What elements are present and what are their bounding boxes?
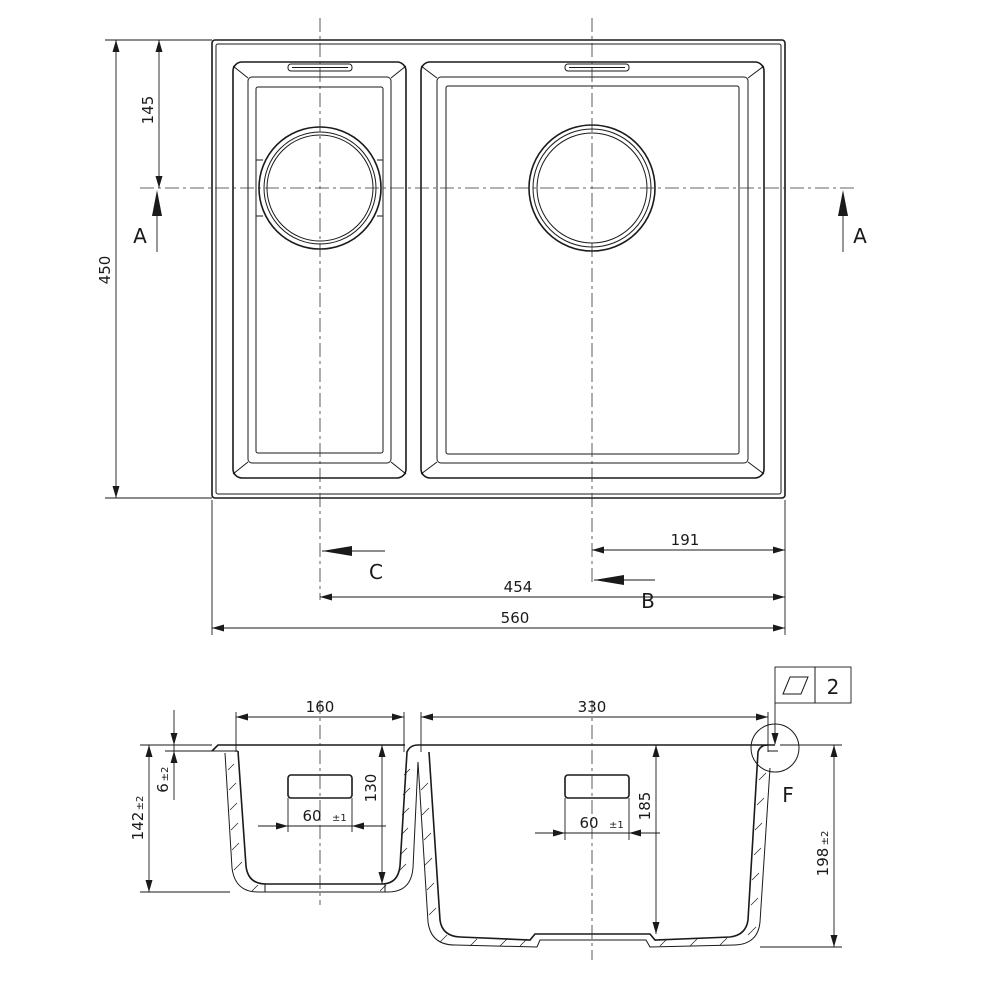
section-a-left-label: A [133, 224, 147, 248]
section-a-left-marker: A [133, 190, 162, 252]
dim-60-small-label: 60 [302, 807, 321, 825]
dim-overall-height: 450 [96, 40, 120, 498]
section-b-label: B [641, 589, 655, 613]
flatness-tolerance-frame: 2 [771, 666, 852, 745]
dim-142-tol: ±2 [135, 796, 146, 811]
section-a-right-label: A [853, 224, 867, 248]
dim-185-label: 185 [636, 792, 654, 821]
dim-overall-width: 560 [212, 609, 785, 632]
dim-rim-thickness: 6 ±2 [154, 710, 178, 800]
section-c-label: C [369, 560, 383, 584]
dim-330-label: 330 [578, 698, 607, 716]
large-overflow-slot-section [564, 774, 630, 799]
detail-f-label: F [782, 783, 794, 807]
dim-160-label: 160 [306, 698, 335, 716]
sink-outer-frame-inner [215, 43, 782, 495]
dim-60-small-tol: ±1 [332, 813, 347, 824]
small-bowl-top [232, 61, 407, 479]
dim-6-tol: ±2 [160, 767, 171, 782]
small-bowl-section [224, 744, 419, 893]
dim-large-overflow: 60 ±1 [535, 798, 660, 840]
dim-small-total-depth: 142 ±2 [129, 745, 153, 892]
rim-profile [211, 744, 778, 752]
dim-142-label: 142 [129, 812, 147, 841]
top-view: 450 145 A A C [96, 18, 867, 635]
dim-small-overflow: 60 ±1 [258, 798, 386, 832]
section-a-right-marker: A [838, 190, 867, 252]
dim-drain-offset-top: 145 [139, 40, 163, 188]
dim-191-label: 191 [671, 531, 700, 549]
sink-outer-frame [211, 39, 786, 499]
flatness-parallelogram-icon [782, 676, 809, 695]
dim-560-label: 560 [501, 609, 530, 627]
dim-198-label: 198 [814, 848, 832, 877]
dim-60-large-tol: ±1 [609, 820, 624, 831]
flatness-tolerance-value: 2 [827, 675, 840, 699]
dim-6-label: 6 [154, 783, 172, 793]
dim-60-large-label: 60 [579, 814, 598, 832]
large-bowl-top [420, 61, 765, 479]
dim-drain-spacing: 454 [320, 578, 785, 601]
dim-small-bowl-depth: 130 [362, 745, 386, 884]
dim-450-label: 450 [96, 256, 114, 285]
dim-145-label: 145 [139, 96, 157, 125]
section-b-marker: B [594, 575, 655, 613]
dim-130-label: 130 [362, 774, 380, 803]
large-overflow-slot [564, 63, 630, 72]
dim-large-bowl-depth: 185 [636, 745, 660, 934]
dim-large-bowl-width: 330 [421, 698, 768, 721]
large-bowl-section [417, 744, 771, 948]
dim-large-total-depth: 198 ±2 [814, 745, 838, 947]
dim-454-label: 454 [504, 578, 533, 596]
section-c-marker: C [322, 546, 385, 584]
dim-drain-offset-right: 191 [592, 531, 785, 554]
dim-198-tol: ±2 [820, 831, 831, 846]
section-view: 160 330 130 185 [129, 666, 852, 960]
dim-small-bowl-width: 160 [236, 698, 404, 721]
